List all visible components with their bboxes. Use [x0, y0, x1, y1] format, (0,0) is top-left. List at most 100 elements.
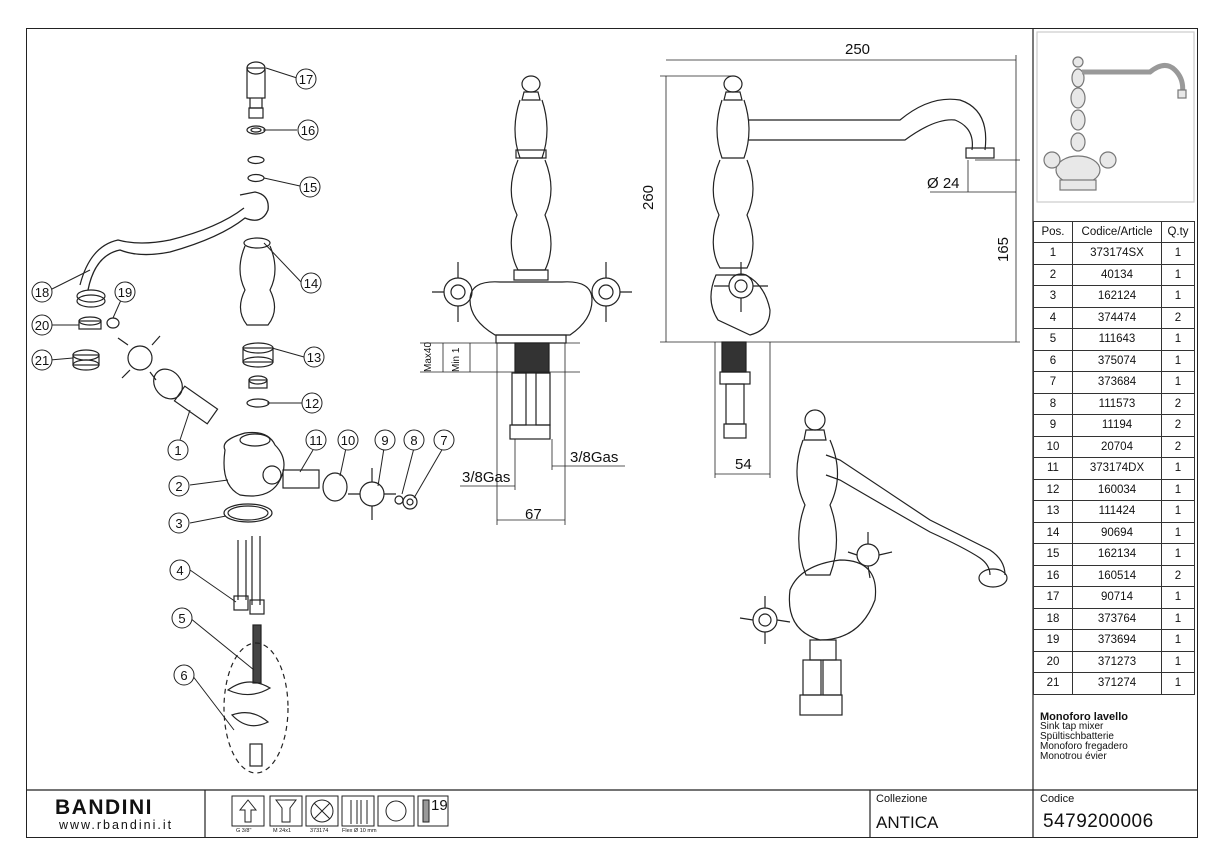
icon-label-cartridge: 373174	[310, 828, 329, 834]
parts-cell-pos: 7	[1033, 371, 1073, 394]
parts-table-header: Pos. Codice/Article Q.ty	[1033, 221, 1195, 243]
parts-cell-code: 373174SX	[1072, 242, 1162, 265]
parts-cell-pos: 16	[1033, 564, 1073, 587]
dim-24: Ø 24	[927, 175, 960, 192]
flex-hose-icon	[350, 800, 368, 824]
parts-cell-qty: 1	[1161, 328, 1195, 351]
parts-cell-qty: 1	[1161, 478, 1195, 501]
perspective-view	[739, 409, 1008, 716]
parts-cell-code: 160034	[1072, 478, 1162, 501]
parts-cell-code: 374474	[1072, 306, 1162, 329]
parts-cell-pos: 6	[1033, 349, 1073, 372]
parts-cell-code: 20704	[1072, 435, 1162, 458]
icon-label-flex: Flex Ø 10 mm	[342, 828, 377, 834]
parts-cell-code: 162124	[1072, 285, 1162, 308]
parts-cell-pos: 5	[1033, 328, 1073, 351]
parts-cell-pos: 9	[1033, 414, 1073, 437]
parts-cell-qty: 1	[1161, 629, 1195, 652]
callout-21: 21	[35, 353, 49, 368]
parts-cell-qty: 1	[1161, 586, 1195, 609]
parts-cell-pos: 15	[1033, 543, 1073, 566]
parts-cell-qty: 2	[1161, 414, 1195, 437]
parts-cell-pos: 13	[1033, 500, 1073, 523]
callout-12: 12	[305, 396, 319, 411]
parts-cell-code: 371273	[1072, 650, 1162, 673]
collection-value: ANTICA	[876, 813, 939, 832]
parts-cell-code: 111424	[1072, 500, 1162, 523]
code-value: 5479200006	[1043, 811, 1154, 832]
header-code: Codice/Article	[1072, 221, 1162, 243]
parts-cell-qty: 1	[1161, 543, 1195, 566]
footer-icons	[231, 795, 449, 827]
parts-cell-pos: 21	[1033, 672, 1073, 695]
callout-8: 8	[410, 433, 417, 448]
callout-16: 16	[301, 123, 315, 138]
collection-label: Collezione	[876, 793, 928, 805]
parts-cell-pos: 12	[1033, 478, 1073, 501]
product-description: Monoforo lavello Sink tap mixer Spültisc…	[1040, 712, 1128, 762]
dim-gas-left: 3/8Gas	[462, 469, 511, 486]
parts-cell-pos: 2	[1033, 263, 1073, 286]
dim-165: 165	[995, 236, 1012, 262]
callout-7: 7	[440, 433, 447, 448]
dim-67: 67	[525, 506, 542, 523]
parts-cell-code: 375074	[1072, 349, 1162, 372]
parts-cell-qty: 1	[1161, 672, 1195, 695]
parts-cell-pos: 8	[1033, 392, 1073, 415]
callout-10: 10	[341, 433, 355, 448]
icon-label-thread: G 3/8"	[236, 828, 252, 834]
parts-cell-qty: 2	[1161, 435, 1195, 458]
parts-cell-pos: 14	[1033, 521, 1073, 544]
callout-17: 17	[299, 72, 313, 87]
dim-260: 260	[640, 184, 657, 210]
brand-logo: BANDINI	[55, 796, 153, 819]
arrow-up-icon	[238, 799, 258, 823]
front-elevation	[420, 75, 632, 525]
parts-cell-qty: 1	[1161, 371, 1195, 394]
parts-cell-code: 111573	[1072, 392, 1162, 415]
parts-cell-qty: 1	[1161, 607, 1195, 630]
icon-label-19: 19	[431, 797, 448, 814]
parts-cell-pos: 18	[1033, 607, 1073, 630]
product-photo-frame	[1036, 31, 1195, 203]
parts-cell-qty: 1	[1161, 500, 1195, 523]
cartridge-icon	[310, 799, 334, 823]
parts-cell-qty: 1	[1161, 521, 1195, 544]
callout-6: 6	[180, 668, 187, 683]
dim-min: Min 1	[451, 347, 462, 372]
certification-icon	[385, 800, 407, 822]
parts-cell-pos: 17	[1033, 586, 1073, 609]
parts-cell-qty: 1	[1161, 457, 1195, 480]
parts-cell-qty: 1	[1161, 650, 1195, 673]
parts-cell-qty: 1	[1161, 285, 1195, 308]
code-label: Codice	[1040, 793, 1075, 805]
aerator-icon	[275, 799, 297, 823]
callout-14: 14	[304, 276, 318, 291]
dim-max: Max40	[423, 341, 434, 372]
callout-4: 4	[176, 563, 183, 578]
product-photo	[1043, 56, 1187, 191]
dim-54: 54	[735, 456, 752, 473]
callouts	[31, 67, 455, 731]
header-qty: Q.ty	[1161, 221, 1195, 243]
dim-gas-right: 3/8Gas	[570, 449, 619, 466]
parts-cell-pos: 19	[1033, 629, 1073, 652]
icon-label-aerator: M 24x1	[273, 828, 292, 834]
parts-cell-qty: 1	[1161, 242, 1195, 265]
description-line-es: Monoforo fregadero	[1040, 741, 1128, 752]
